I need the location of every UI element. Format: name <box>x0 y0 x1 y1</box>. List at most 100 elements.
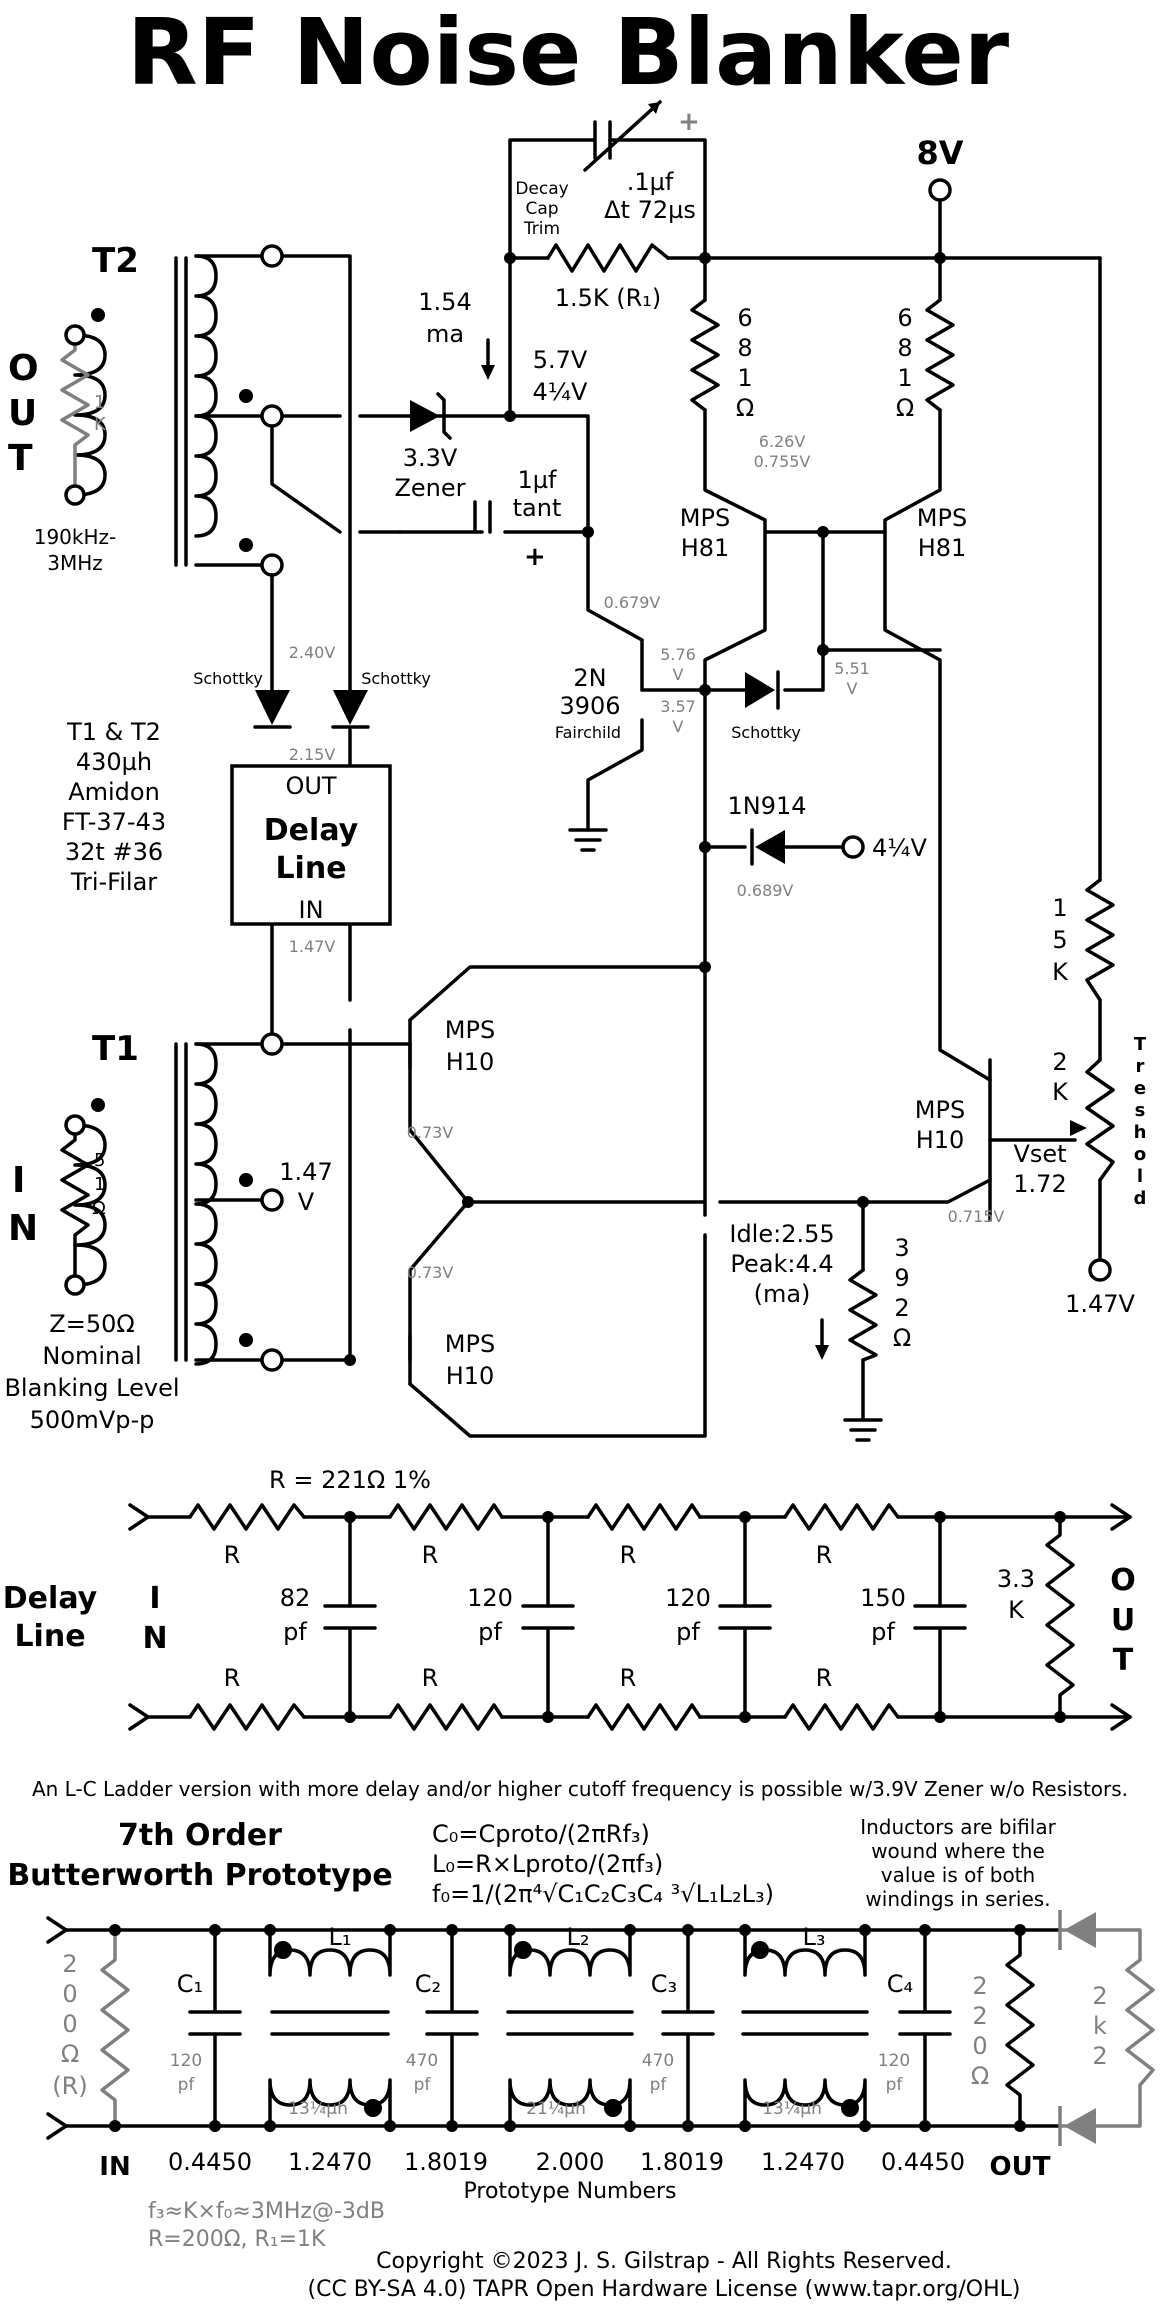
q2n-2: 3906 <box>559 692 620 720</box>
dl-title-2: Line <box>14 1619 85 1654</box>
h81b-1: MPS <box>917 504 967 532</box>
bw-c3: C₃ <box>651 1970 677 1998</box>
r15k-k: K <box>1052 958 1069 986</box>
bw-l2: L₂ <box>567 1923 590 1951</box>
butterworth-labels: 2 0 0 Ω (R) C₁ C₂ C₃ C₄ 120 pf 470 pf 47… <box>52 1923 1107 2252</box>
t1-transformer <box>60 1042 274 1366</box>
idle-3: (ma) <box>754 1280 811 1308</box>
t2-freq-2: 3MHz <box>47 551 103 575</box>
t1-load-1: 1 <box>94 1174 105 1195</box>
bw-rin-2: 2 <box>62 1950 77 1978</box>
delay-line-ladder <box>128 1503 1132 1731</box>
dl-r1-bot: R <box>224 1664 241 1692</box>
schottky-center: Schottky <box>731 723 801 742</box>
pot-k: K <box>1052 1078 1069 1106</box>
bw-diode-bottom <box>1064 2108 1096 2144</box>
h10a-2: H10 <box>446 1048 495 1076</box>
delay-line-labels: Delay Line I N O U T R = 221Ω 1% R R R R… <box>3 1466 1136 1692</box>
v0755: 0.755V <box>754 452 811 471</box>
bw-in-label: IN <box>99 2152 130 2182</box>
t2-load-1: 1 <box>94 392 105 413</box>
bw-c1-val: 120 <box>170 2051 202 2071</box>
r15k-5: 5 <box>1052 926 1067 954</box>
bw-diode-top <box>1064 1912 1096 1948</box>
v147b: 1.47V <box>1065 1290 1135 1318</box>
t2-load-resistor <box>60 335 90 495</box>
bw-formula-2: L₀=R×Lproto/(2πf₃) <box>432 1850 663 1878</box>
tnote-6: Tri-Filar <box>70 868 157 896</box>
tant-1: 1µf <box>518 466 558 494</box>
decay-1: Decay <box>515 179 568 199</box>
bw-c3-unit: pf <box>650 2075 668 2095</box>
h81b-2: H81 <box>918 534 967 562</box>
copyright-line-2: (CC BY-SA 4.0) TAPR Open Hardware Licens… <box>308 2277 1021 2302</box>
out-letter-o: O <box>8 348 39 389</box>
v147-1: 1.47 <box>279 1158 332 1186</box>
idle-2: Peak:4.4 <box>730 1250 833 1278</box>
v357-2: V <box>673 717 684 736</box>
t1-load-ohm: Ω <box>92 1198 106 1219</box>
dl-r4-top: R <box>816 1541 833 1569</box>
tresh-d: d <box>1134 1188 1147 1209</box>
bw-proto-5: 1.8019 <box>640 2148 724 2176</box>
bw-out-label: OUT <box>990 2152 1051 2182</box>
bw-formula-3: f₀=1/(2π⁴√C₁C₂C₃C₄ ³√L₁L₂L₃) <box>432 1880 774 1908</box>
tresh-h: h <box>1134 1122 1147 1143</box>
lc-ladder-note: An L-C Ladder version with more delay an… <box>32 1777 1128 1801</box>
r392-ohm: Ω <box>893 1324 911 1352</box>
v073a: 0.73V <box>407 1123 454 1142</box>
t2-transformer <box>73 254 274 567</box>
dl-out-t: T <box>1113 1643 1134 1678</box>
v0715: 0.715V <box>948 1207 1005 1226</box>
v0679: 0.679V <box>604 593 661 612</box>
schottky-left: Schottky <box>193 669 263 688</box>
bw-input-resistor <box>100 1930 130 2126</box>
bw-c4-unit: pf <box>886 2075 904 2095</box>
q2n-1: 2N <box>573 664 606 692</box>
bw-c2-unit: pf <box>414 2075 432 2095</box>
bw-bifilar-2: wound where the <box>871 1839 1045 1863</box>
delay-box-in: IN <box>298 896 323 924</box>
in-letter-n: N <box>8 1208 38 1249</box>
t2-freq-1: 190kHz- <box>34 525 117 549</box>
butterworth-header: 7th Order Butterworth Prototype C₀=Cprot… <box>7 1815 1056 1911</box>
tnote-2: 430µh <box>76 748 152 776</box>
v576-1: 5.76 <box>660 645 696 664</box>
dl-r2-top: R <box>422 1541 439 1569</box>
dl-r1-top: R <box>224 1541 241 1569</box>
dl-term-1: 3.3 <box>997 1565 1035 1593</box>
circuit-labels: T2 O U T 1 K 190kHz- 3MHz Decay Cap Trim… <box>4 134 1146 1434</box>
t1-load-5: 5 <box>94 1150 105 1171</box>
cap01-1: .1µf <box>627 168 674 196</box>
bw-c3-val: 470 <box>642 2051 674 2071</box>
d1n914: 1N914 <box>727 792 806 820</box>
pot-2: 2 <box>1052 1048 1067 1076</box>
decay-2: Cap <box>525 199 558 219</box>
bw-c4-val: 120 <box>878 2051 910 2071</box>
r681b-8: 8 <box>897 334 912 362</box>
r392-3: 3 <box>894 1234 909 1262</box>
bw-rout-2a: 2 <box>972 1972 987 2000</box>
bw-2k2-k: k <box>1093 2012 1107 2040</box>
delay-line-junctions <box>344 1511 1066 1723</box>
dl-c1-val: 82 <box>280 1584 311 1612</box>
bw-c1-unit: pf <box>178 2075 196 2095</box>
resistors <box>546 243 1115 1362</box>
bw-c2-val: 470 <box>406 2051 438 2071</box>
v626: 6.26V <box>759 432 806 451</box>
dl-r-note: R = 221Ω 1% <box>269 1466 431 1494</box>
dl-r3-top: R <box>620 1541 637 1569</box>
bw-title-1: 7th Order <box>118 1818 282 1853</box>
dl-r4-bot: R <box>816 1664 833 1692</box>
r681a-6: 6 <box>737 304 752 332</box>
dl-in-n: N <box>142 1621 167 1656</box>
tnote-1: T1 & T2 <box>66 718 161 746</box>
bw-bifilar-4: windings in series. <box>865 1887 1050 1911</box>
dl-c2-val: 120 <box>467 1584 513 1612</box>
in-letter-i: I <box>12 1160 25 1201</box>
dl-c3-val: 120 <box>665 1584 711 1612</box>
bw-title-2: Butterworth Prototype <box>7 1858 392 1893</box>
v57-2: 4¼V <box>533 378 589 406</box>
delay-box-out: OUT <box>285 772 336 800</box>
